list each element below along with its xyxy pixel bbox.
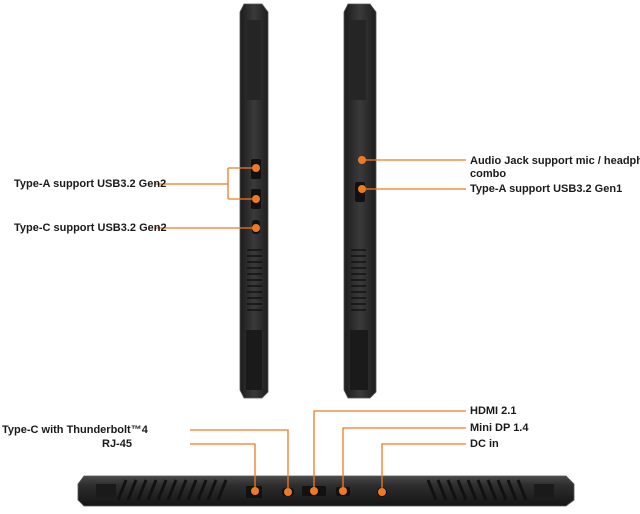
label-rear-minidp: Mini DP 1.4: [470, 422, 529, 434]
vent-grille-icon: [351, 249, 366, 311]
label-right-audio-line1: Audio Jack support mic / headphone: [470, 155, 640, 167]
label-rear-thunderbolt: Type-C with Thunderbolt™4: [2, 424, 148, 436]
label-rear-hdmi: HDMI 2.1: [470, 405, 517, 417]
right-side-view: [343, 3, 377, 399]
label-left-usb-c: Type-C support USB3.2 Gen2: [14, 222, 167, 234]
vent-grille-icon: [247, 249, 262, 311]
label-right-usb-a: Type-A support USB3.2 Gen1: [470, 183, 623, 195]
label-right-audio-line2: combo: [470, 168, 507, 180]
label-left-usb-a: Type-A support USB3.2 Gen2: [14, 178, 167, 190]
label-rear-dc: DC in: [470, 438, 499, 450]
vent-grille-icon: [116, 479, 528, 501]
callout-lines: [155, 159, 466, 492]
rear-view: [77, 475, 575, 507]
left-side-view: [239, 3, 269, 399]
label-rear-rj45: RJ-45: [102, 438, 132, 450]
